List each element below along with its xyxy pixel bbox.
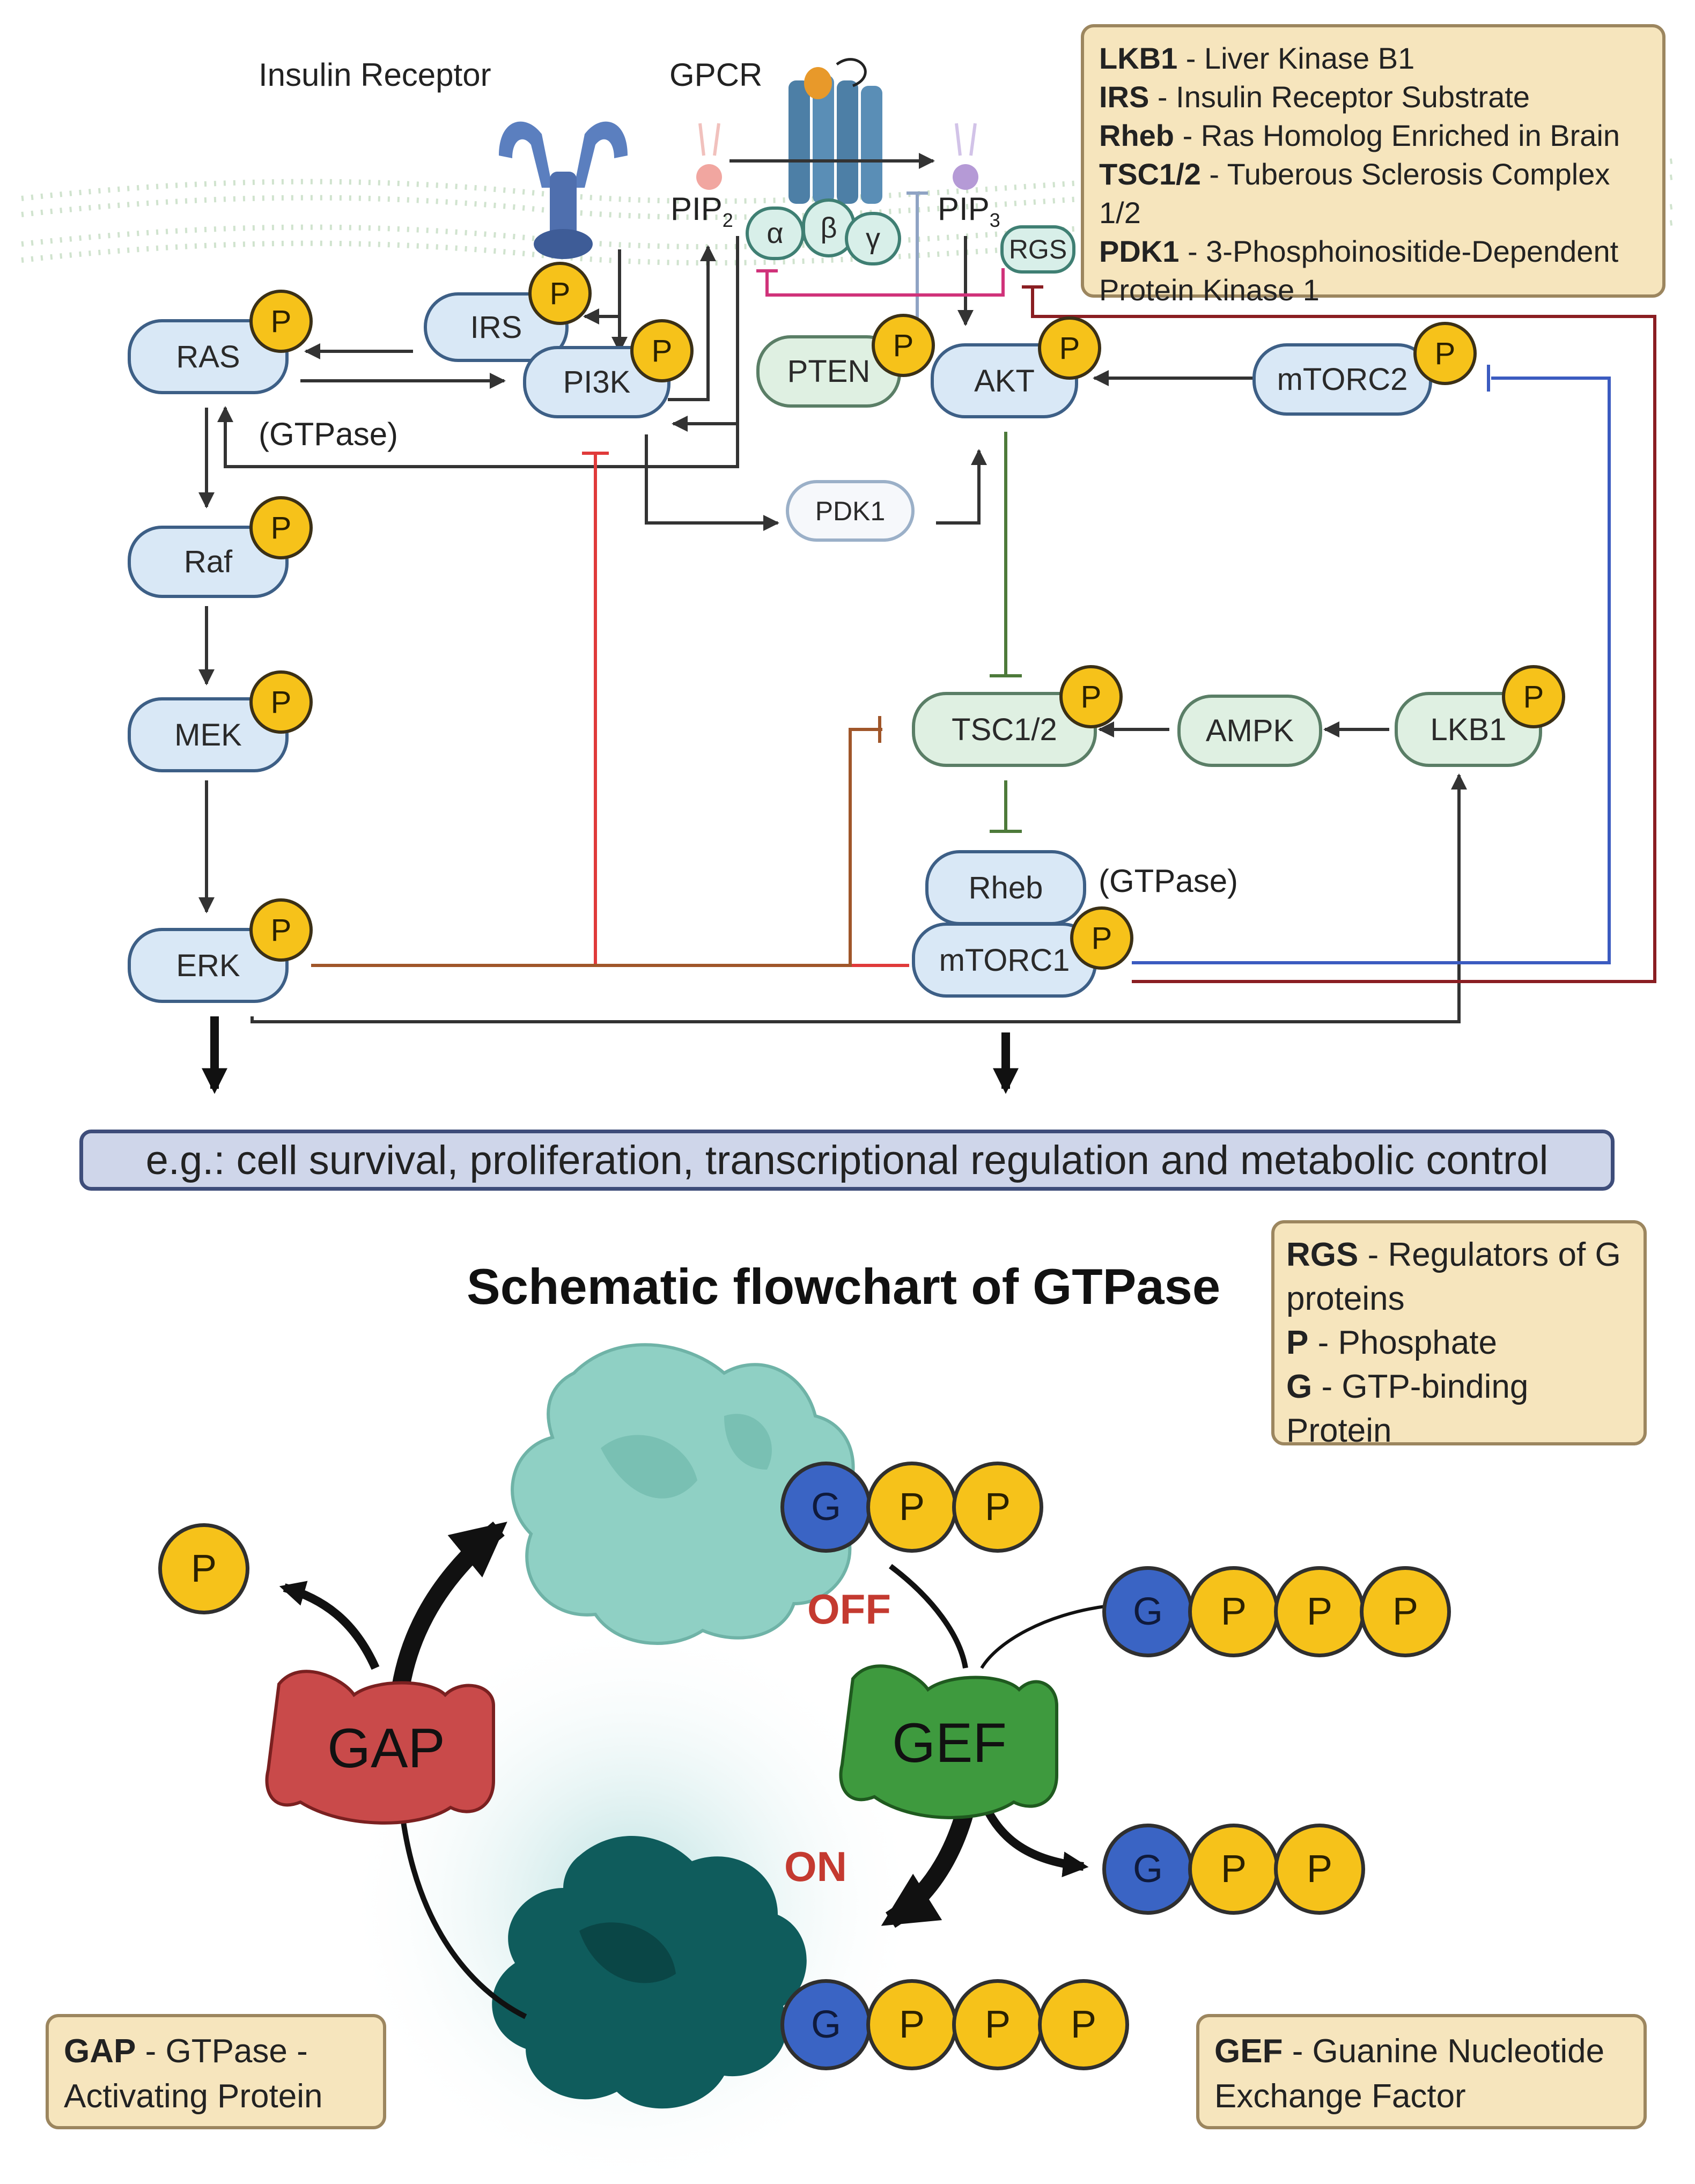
state-on-label: ON — [784, 1843, 847, 1890]
phosphate-ball: P — [1188, 1566, 1279, 1657]
legend-abbreviations-top: LKB1 - Liver Kinase B1 IRS - Insulin Rec… — [1081, 24, 1665, 307]
legend-entry: Rheb - Ras Homolog Enriched in Brain — [1099, 119, 1620, 152]
state-off-label: OFF — [807, 1585, 891, 1633]
node-pdk1: PDK1 — [786, 480, 915, 542]
phosphate-badge: P — [1413, 322, 1477, 385]
gtpase-title: Schematic flowchart of GTPase — [467, 1258, 1221, 1315]
legend-abbreviations-mid: RGS - Regulators of G proteins P - Phosp… — [1271, 1220, 1647, 1449]
legend-entry: RGS - Regulators of G proteins — [1286, 1236, 1621, 1317]
gpcr-icon — [788, 58, 882, 204]
phosphate-badge: P — [872, 314, 935, 377]
legend-entry: PDK1 - 3-Phosphoinositide-Dependent Prot… — [1099, 234, 1619, 307]
g-protein-ball: G — [1102, 1824, 1193, 1915]
phosphate-ball: P — [1188, 1824, 1279, 1915]
phosphate-badge: P — [1070, 906, 1133, 970]
gap-icon — [265, 1670, 495, 1825]
phosphate-ball: P — [866, 1979, 957, 2070]
phosphate-ball: P — [952, 1979, 1043, 2070]
legend-gap: GAP - GTPase - Activating Protein — [46, 2014, 386, 2129]
g-protein-ball: G — [780, 1979, 872, 2070]
insulin-receptor-label: Insulin Receptor — [259, 57, 491, 93]
legend-entry: P - Phosphate — [1286, 1324, 1497, 1361]
pip2-icon — [696, 123, 722, 190]
g-alpha-subunit: α — [746, 206, 805, 260]
phosphate-ball: P — [952, 1462, 1043, 1553]
legend-entry: G - GTP-binding Protein — [1286, 1368, 1529, 1449]
node-rheb: Rheb — [925, 850, 1086, 925]
legend-entry: LKB1 - Liver Kinase B1 — [1099, 41, 1415, 75]
pip3-icon — [953, 123, 978, 190]
phosphate-ball: P — [1274, 1566, 1365, 1657]
legend-gef: GEF - Guanine Nucleotide Exchange Factor — [1196, 2014, 1647, 2129]
phosphate-badge: P — [249, 670, 313, 734]
gef-icon — [839, 1664, 1058, 1819]
released-phosphate-ball: P — [158, 1523, 249, 1614]
node-pten: PTEN — [756, 335, 901, 408]
gpcr-label: GPCR — [669, 57, 763, 93]
node-erk: ERK — [128, 928, 289, 1003]
node-mtorc2: mTORC2 — [1252, 343, 1432, 416]
insulin-receptor-icon — [499, 121, 628, 259]
node-ampk: AMPK — [1177, 695, 1322, 767]
gtpase-off-icon — [511, 1343, 855, 1645]
phosphate-badge: P — [528, 262, 592, 325]
phosphate-badge: P — [249, 290, 313, 353]
rheb-gtpase-label: (GTPase) — [1099, 863, 1239, 899]
node-tsc: TSC1/2 — [912, 692, 1097, 767]
phosphate-badge: P — [249, 898, 313, 962]
g-gamma-subunit: γ — [845, 212, 901, 265]
node-mek: MEK — [128, 697, 289, 772]
phosphate-ball: P — [866, 1462, 957, 1553]
pip2-label: PIP2 — [670, 191, 733, 231]
phosphate-badge: P — [630, 319, 694, 382]
phosphate-badge: P — [1502, 665, 1565, 728]
legend-entry: TSC1/2 - Tuberous Sclerosis Complex 1/2 — [1099, 157, 1610, 230]
phosphate-badge: P — [1038, 316, 1101, 380]
phosphate-ball: P — [1038, 1979, 1129, 2070]
phosphate-badge: P — [1059, 665, 1123, 728]
phosphate-ball: P — [1274, 1824, 1365, 1915]
ras-gtpase-label: (GTPase) — [259, 416, 399, 452]
gap-label: GAP — [327, 1717, 445, 1780]
g-protein-ball: G — [780, 1462, 872, 1553]
pip3-label: PIP3 — [938, 191, 1000, 231]
g-protein-ball: G — [1102, 1566, 1193, 1657]
legend-entry: IRS - Insulin Receptor Substrate — [1099, 80, 1530, 114]
node-mtorc1: mTORC1 — [912, 923, 1097, 998]
gef-label: GEF — [892, 1711, 1007, 1774]
phosphate-badge: P — [249, 496, 313, 559]
phosphate-ball: P — [1360, 1566, 1451, 1657]
outcome-bar: e.g.: cell survival, proliferation, tran… — [79, 1130, 1615, 1191]
node-lkb1: LKB1 — [1395, 692, 1542, 767]
node-rgs: RGS — [1000, 225, 1075, 274]
